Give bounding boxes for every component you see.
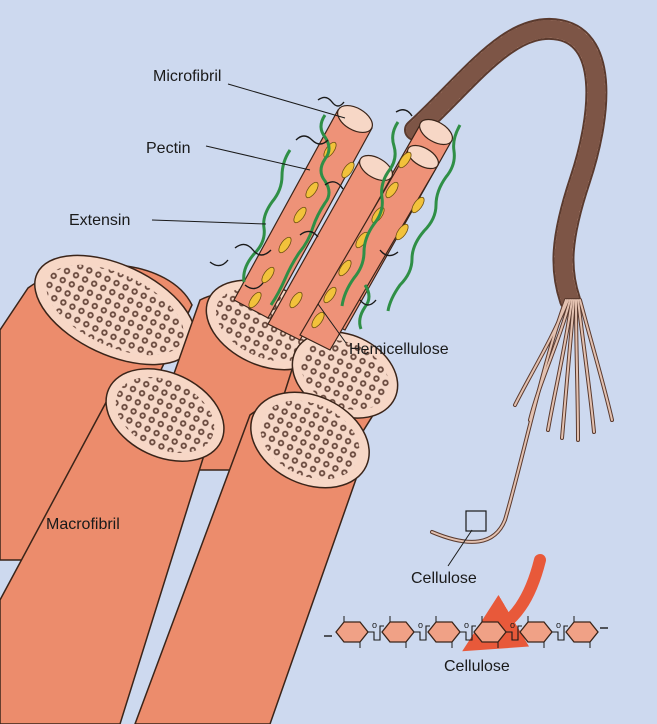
glucose-ring [336,622,368,642]
label-cellulose-chain: Cellulose [444,658,510,675]
oxygen-label: o [556,620,561,630]
oxygen-label: o [372,620,377,630]
glucose-ring [566,622,598,642]
label-pectin: Pectin [146,140,190,157]
label-hemicellulose: Hemicellulose [349,341,449,358]
glucose-ring [520,622,552,642]
oxygen-label: o [510,620,515,630]
label-extensin: Extensin [69,212,130,229]
label-microfibril: Microfibril [153,68,221,85]
label-macrofibril: Macrofibril [46,516,120,533]
label-cellulose-strand: Cellulose [411,570,477,587]
glucose-ring [428,622,460,642]
glucose-ring [382,622,414,642]
oxygen-label: o [464,620,469,630]
oxygen-label: o [418,620,423,630]
glucose-ring [474,622,506,642]
